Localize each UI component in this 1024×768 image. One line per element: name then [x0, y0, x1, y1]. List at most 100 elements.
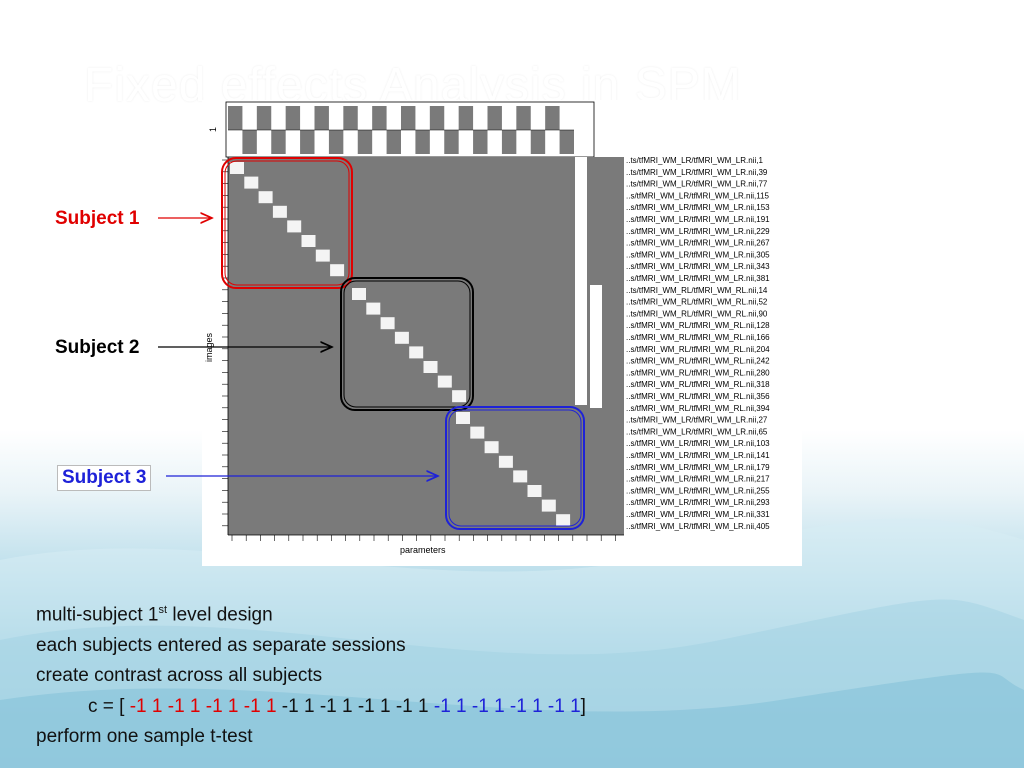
session-column-2	[590, 285, 602, 408]
y-axis-ticks	[222, 157, 229, 535]
contrast-bar	[501, 130, 517, 154]
image-label: ..s/tfMRI_WM_LR/tfMRI_WM_LR.nii,267	[626, 239, 770, 248]
note-line-2: each subjects entered as separate sessio…	[36, 634, 406, 656]
contrast-bar	[516, 106, 531, 130]
contrast-bar	[328, 130, 344, 154]
x-axis-ticks	[228, 534, 624, 541]
diagonal-block	[527, 485, 542, 497]
matrix-diagonal	[230, 162, 571, 527]
note-line-3: create contrast across all subjects	[36, 665, 323, 687]
x-axis-label: parameters	[400, 545, 446, 555]
image-label: ..s/tfMRI_WM_LR/tfMRI_WM_LR.nii,331	[626, 510, 770, 519]
image-label: ..ts/tfMRI_WM_LR/tfMRI_WM_LR.nii,27	[626, 416, 768, 425]
note-line-5: perform one sample t-test	[36, 726, 253, 748]
diagonal-block	[287, 220, 302, 233]
image-label: ..s/tfMRI_WM_RL/tfMRI_WM_RL.nii,242	[626, 357, 770, 366]
diagonal-block	[301, 235, 316, 247]
image-label: ..ts/tfMRI_WM_RL/tfMRI_WM_RL.nii,52	[626, 298, 768, 307]
contrast-bar	[458, 106, 474, 130]
subject-1-box-inner	[224, 160, 350, 286]
image-label: ..ts/tfMRI_WM_LR/tfMRI_WM_LR.nii,77	[626, 180, 768, 189]
contrast-bar	[343, 106, 358, 130]
notes-block: multi-subject 1st level design each subj…	[36, 595, 586, 753]
subject-3-box-inner	[448, 409, 582, 527]
image-label: ..s/tfMRI_WM_LR/tfMRI_WM_LR.nii,255	[626, 486, 770, 495]
image-label: ..s/tfMRI_WM_RL/tfMRI_WM_RL.nii,318	[626, 380, 770, 389]
session-column-1	[575, 157, 587, 405]
image-label: ..ts/tfMRI_WM_RL/tfMRI_WM_RL.nii,14	[626, 286, 768, 295]
diagonal-block	[244, 176, 259, 189]
contrast-bar	[242, 130, 257, 154]
image-label: ..s/tfMRI_WM_LR/tfMRI_WM_LR.nii,217	[626, 475, 770, 484]
diagonal-block	[409, 346, 424, 359]
diagonal-block	[315, 249, 330, 262]
contrast-bar	[357, 130, 373, 154]
image-label: ..s/tfMRI_WM_RL/tfMRI_WM_RL.nii,166	[626, 333, 770, 342]
image-label: ..s/tfMRI_WM_LR/tfMRI_WM_LR.nii,343	[626, 262, 770, 271]
subject-1-box	[221, 157, 353, 289]
image-label: ..s/tfMRI_WM_LR/tfMRI_WM_LR.nii,191	[626, 215, 770, 224]
contrast-bar	[285, 106, 301, 130]
diagonal-block	[484, 441, 499, 454]
image-label: ..s/tfMRI_WM_LR/tfMRI_WM_LR.nii,305	[626, 250, 770, 259]
contrast-bar	[545, 106, 560, 130]
design-matrix-figure: 1 images parameters ..ts/tfMRI_WM_LR/tfM…	[202, 100, 802, 566]
contrast-bar	[559, 130, 574, 154]
image-label: ..s/tfMRI_WM_LR/tfMRI_WM_LR.nii,179	[626, 463, 770, 472]
subject-3-box	[445, 406, 585, 530]
image-label: ..s/tfMRI_WM_LR/tfMRI_WM_LR.nii,229	[626, 227, 770, 236]
image-label: ..ts/tfMRI_WM_LR/tfMRI_WM_LR.nii,1	[626, 156, 763, 165]
image-labels: ..ts/tfMRI_WM_LR/tfMRI_WM_LR.nii,1 ..ts/t…	[626, 156, 770, 531]
note-line-1: multi-subject 1st level design	[36, 604, 273, 626]
contrast-bar	[530, 130, 546, 154]
diagonal-block	[513, 470, 528, 483]
diagonal-block	[230, 162, 244, 174]
image-label: ..s/tfMRI_WM_RL/tfMRI_WM_RL.nii,204	[626, 345, 770, 354]
contrast-bar	[271, 130, 286, 154]
image-label: ..ts/tfMRI_WM_LR/tfMRI_WM_LR.nii,39	[626, 168, 768, 177]
matrix-background	[228, 157, 624, 535]
image-label: ..ts/tfMRI_WM_RL/tfMRI_WM_RL.nii,90	[626, 309, 768, 318]
contrast-bar	[300, 130, 315, 154]
top-axis-tick: 1	[208, 127, 218, 132]
subject-3-label: Subject 3	[57, 465, 152, 491]
image-label: ..s/tfMRI_WM_LR/tfMRI_WM_LR.nii,141	[626, 451, 770, 460]
contrast-bar	[487, 106, 502, 130]
diagonal-block	[330, 264, 345, 277]
diagonal-block	[423, 361, 438, 373]
contrast-vector: c = [ -1 1 -1 1 -1 1 -1 1 -1 1 -1 1 -1 1…	[88, 695, 586, 717]
contrast-bar	[444, 130, 459, 154]
contrast-bar	[228, 106, 243, 130]
contrast-bar	[429, 106, 445, 130]
contrast-subject-1: -1 1 -1 1 -1 1 -1 1	[129, 695, 277, 717]
contrast-subject-3: -1 1 -1 1 -1 1 -1 1	[433, 695, 581, 717]
subject-2-box-inner	[343, 280, 471, 408]
contrast-bar	[473, 130, 488, 154]
diagonal-block	[272, 205, 287, 218]
contrast-bar	[401, 106, 416, 130]
subject-1-label: Subject 1	[52, 207, 143, 231]
image-label: ..s/tfMRI_WM_LR/tfMRI_WM_LR.nii,103	[626, 439, 770, 448]
diagonal-block	[437, 375, 452, 388]
contrast-bar	[386, 130, 401, 154]
design-matrix-svg: 1 images parameters ..ts/tfMRI_WM_LR/tfM…	[204, 101, 770, 555]
image-label: ..ts/tfMRI_WM_LR/tfMRI_WM_LR.nii,65	[626, 427, 768, 436]
diagonal-block	[380, 317, 395, 330]
image-label: ..s/tfMRI_WM_LR/tfMRI_WM_LR.nii,405	[626, 522, 770, 531]
diagonal-block	[498, 455, 513, 468]
image-label: ..s/tfMRI_WM_RL/tfMRI_WM_RL.nii,356	[626, 392, 770, 401]
contrast-bar	[256, 106, 272, 130]
image-label: ..s/tfMRI_WM_LR/tfMRI_WM_LR.nii,153	[626, 203, 770, 212]
diagonal-block	[452, 390, 467, 403]
image-label: ..s/tfMRI_WM_LR/tfMRI_WM_LR.nii,381	[626, 274, 770, 283]
diagonal-block	[394, 331, 409, 344]
diagonal-block	[366, 302, 381, 315]
image-label: ..s/tfMRI_WM_RL/tfMRI_WM_RL.nii,128	[626, 321, 770, 330]
contrast-bar	[415, 130, 430, 154]
subject-2-label: Subject 2	[52, 336, 143, 360]
diagonal-block	[456, 412, 470, 424]
contrast-bar	[314, 106, 329, 130]
diagonal-block	[352, 288, 366, 300]
